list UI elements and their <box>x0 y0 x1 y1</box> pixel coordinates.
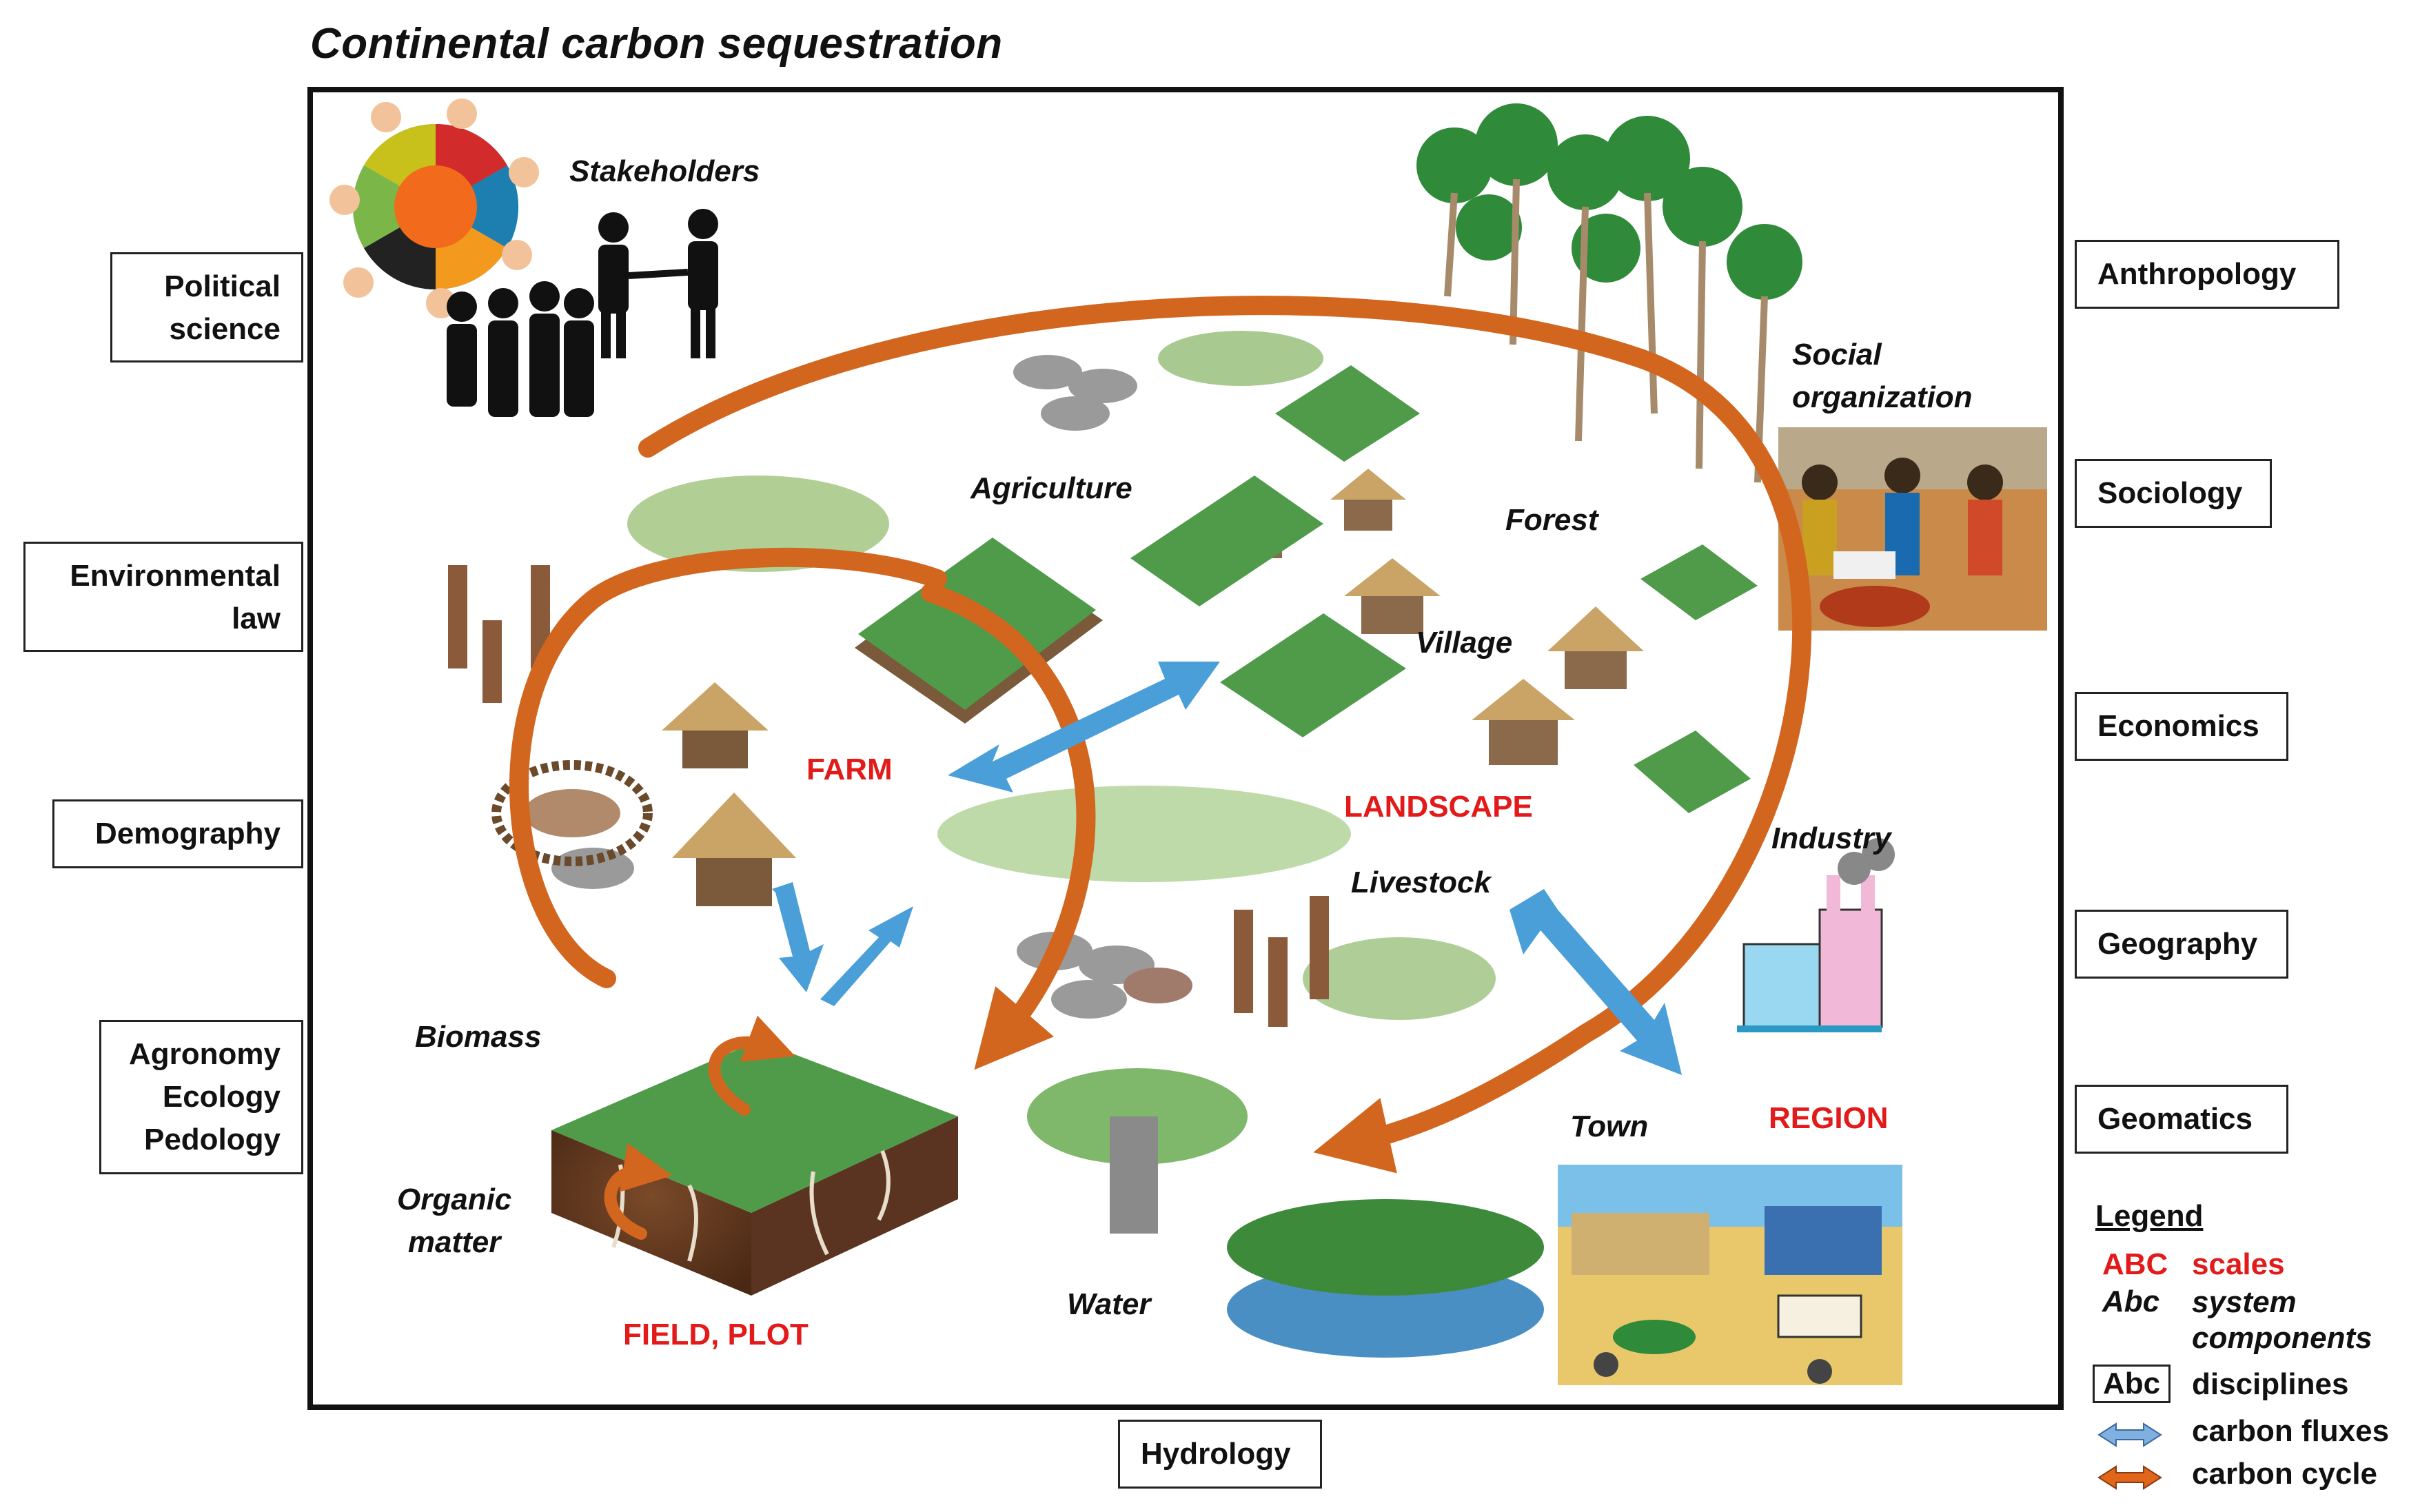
discipline-demography: Demography <box>52 799 303 868</box>
social-organization-photo <box>1778 427 2047 631</box>
component-social-organization: Social organization <box>1792 338 1973 414</box>
legend: Legend <box>2095 1199 2203 1239</box>
discipline-environmental-law: Environmental law <box>23 542 303 652</box>
component-biomass: Biomass <box>415 1020 542 1054</box>
town-painting <box>1558 1165 1902 1385</box>
discipline-hydrology: Hydrology <box>1118 1420 1322 1489</box>
legend-components-label: system components <box>2192 1285 2372 1355</box>
discipline-geomatics: Geomatics <box>2075 1085 2288 1154</box>
legend-components-row: Abc system components <box>2102 1285 2372 1355</box>
factory-icon <box>1737 838 1895 1032</box>
component-village: Village <box>1416 626 1513 660</box>
cattle <box>551 355 1192 1019</box>
main-frame <box>307 87 2064 1410</box>
livestock-pen <box>491 760 653 866</box>
component-organic-matter: Organic matter <box>397 1183 512 1259</box>
discipline-political-science: Political science <box>110 252 303 362</box>
water-pond <box>1227 1199 1544 1358</box>
stakeholders-wheel-icon <box>329 99 539 318</box>
legend-flux-arrow-icon <box>2097 1422 2162 1447</box>
carbon-cycle-arrows <box>509 296 1812 1240</box>
people-silhouettes-icon <box>447 209 718 417</box>
diagram-title: Continental carbon sequestration <box>310 20 1003 68</box>
discipline-sociology: Sociology <box>2075 459 2272 528</box>
crop-fields <box>855 365 1758 813</box>
scale-landscape: LANDSCAPE <box>1344 790 1533 824</box>
legend-disciplines-label: disciplines <box>2192 1367 2349 1401</box>
vegetation-background <box>627 331 1496 1020</box>
scale-farm: FARM <box>806 753 893 786</box>
discipline-economics: Economics <box>2075 692 2288 761</box>
legend-scales-row: ABC scales <box>2102 1247 2285 1282</box>
legend-cycle-label: carbon cycle <box>2192 1457 2378 1491</box>
discipline-geography: Geography <box>2075 910 2288 979</box>
legend-fluxes-label: carbon fluxes <box>2192 1414 2390 1448</box>
legend-scales-label: scales <box>2192 1247 2285 1281</box>
discipline-agronomy-ecology-pedology: Agronomy Ecology Pedology <box>99 1020 303 1174</box>
legend-cycle-arrow-icon <box>2097 1465 2162 1490</box>
legend-components-key: Abc <box>2102 1285 2160 1318</box>
legend-disciplines-key: Abc <box>2093 1365 2171 1403</box>
scale-field-plot: FIELD, PLOT <box>623 1318 809 1351</box>
legend-disciplines-row: Abc disciplines <box>2093 1365 2348 1403</box>
scale-region: REGION <box>1769 1101 1889 1135</box>
legend-scales-key: ABC <box>2102 1247 2168 1281</box>
component-forest: Forest <box>1505 503 1598 537</box>
baobab-tree <box>1027 1068 1248 1234</box>
herders <box>448 565 1329 1027</box>
component-livestock: Livestock <box>1351 866 1491 899</box>
carbon-flux-arrows <box>772 662 1682 1075</box>
component-stakeholders: Stakeholders <box>569 154 760 188</box>
soil-block <box>551 1041 958 1296</box>
discipline-anthropology: Anthropology <box>2075 240 2339 309</box>
component-agriculture: Agriculture <box>970 471 1132 505</box>
component-industry: Industry <box>1771 821 1891 855</box>
component-water: Water <box>1067 1287 1151 1321</box>
component-town: Town <box>1570 1110 1649 1143</box>
forest-trees <box>1416 103 1802 483</box>
legend-header: Legend <box>2095 1199 2204 1233</box>
